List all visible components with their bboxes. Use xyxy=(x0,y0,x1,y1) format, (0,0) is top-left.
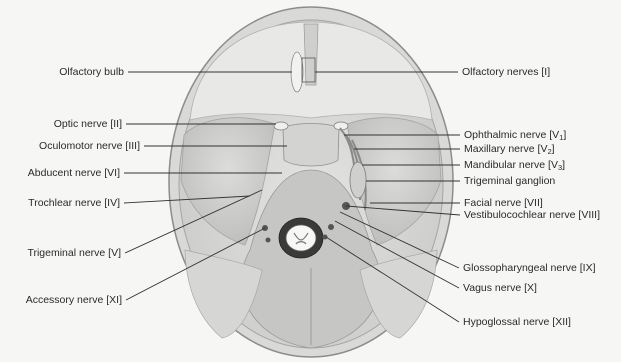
label-trochlear-nerve: Trochlear nerve [IV] xyxy=(0,197,120,209)
label-accessory-nerve: Accessory nerve [XI] xyxy=(0,294,122,306)
label-facial-nerve: Facial nerve [VII] xyxy=(464,197,543,209)
trigeminal-ganglion-shape xyxy=(350,162,366,198)
label-olfactory-nerves: Olfactory nerves [I] xyxy=(462,66,550,78)
label-olfactory-bulb: Olfactory bulb xyxy=(0,66,124,78)
olfactory-bulb-shape xyxy=(291,52,303,92)
left-nerve-exit-2 xyxy=(266,238,271,243)
label-vestibulocochlear-nerve: Vestibulocochlear nerve [VIII] xyxy=(464,209,600,221)
jugular-foramen xyxy=(328,224,334,230)
label-vagus-nerve: Vagus nerve [X] xyxy=(463,282,537,294)
label-trigeminal-ganglion: Trigeminal ganglion xyxy=(464,175,555,187)
label-optic-nerve: Optic nerve [II] xyxy=(0,118,122,130)
label-mandibular-nerve: Mandibular nerve [V3] xyxy=(464,159,565,171)
label-oculomotor-nerve: Oculomotor nerve [III] xyxy=(0,140,140,152)
optic-canal-left xyxy=(274,122,288,130)
label-ophthalmic-nerve: Ophthalmic nerve [V1] xyxy=(464,129,566,141)
sella-region xyxy=(283,124,339,167)
spinal-cord xyxy=(286,225,316,251)
label-abducent-nerve: Abducent nerve [VI] xyxy=(0,167,120,179)
label-trigeminal-nerve: Trigeminal nerve [V] xyxy=(0,247,121,259)
crista-galli xyxy=(304,24,318,85)
label-glossopharyngeal-nerve: Glossopharyngeal nerve [IX] xyxy=(463,262,596,274)
label-maxillary-nerve: Maxillary nerve [V2] xyxy=(464,143,555,155)
label-hypoglossal-nerve: Hypoglossal nerve [XII] xyxy=(463,316,571,328)
